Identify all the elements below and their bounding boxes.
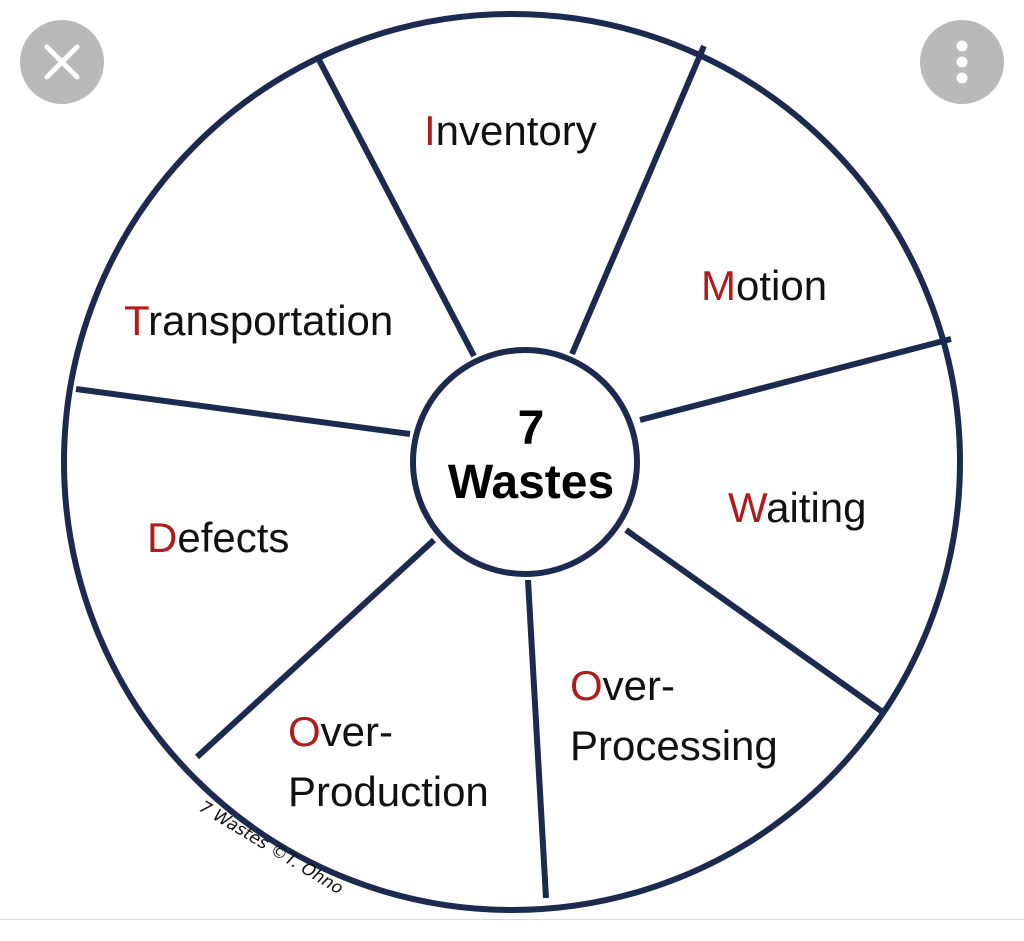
label-transportation: Transportation [124,297,393,344]
label-over-production-initial: O [288,708,321,755]
center-number: 7 [518,402,545,455]
label-inventory-initial: I [424,107,436,154]
label-over-production: Over- [288,708,393,755]
label-defects: Defects [147,514,289,561]
label-defects-rest: efects [177,514,289,561]
center-title: Wastes [448,456,614,509]
label-over-processing-initial: O [570,662,603,709]
label-over-processing: Over- [570,662,675,709]
label-transportation-initial: T [124,297,149,344]
label-waiting-rest: aiting [766,484,866,531]
more-options-button[interactable] [920,20,1004,104]
label-defects-initial: D [147,514,177,561]
label-motion-rest: otion [736,262,827,309]
spoke-overprocessing-overproduction [525,579,549,899]
more-vertical-icon [956,40,968,84]
spoke-waiting-overprocessing [624,527,886,716]
label-motion: Motion [701,262,827,309]
label-motion-initial: M [701,262,736,309]
close-button[interactable] [20,20,104,104]
spoke-transport-inventory [315,56,477,358]
bottom-divider [0,919,1024,920]
label-over-production-line2: Production [288,768,489,815]
label-over-processing-rest: ver- [603,662,675,709]
label-over-production-rest: ver- [321,708,393,755]
label-over-processing-line2: Processing [570,722,778,769]
label-inventory-rest: nventory [436,107,597,154]
label-waiting-initial: W [728,484,768,531]
label-transportation-rest: ransportation [148,297,393,344]
spoke-overproduction-defects [194,537,437,760]
center-hub [410,347,640,577]
spoke-defects-transport [75,386,411,437]
label-waiting: Waiting [728,484,867,531]
close-icon [44,44,80,80]
label-inventory: Inventory [424,107,597,154]
spoke-motion-waiting [639,336,952,423]
spoke-inventory-motion [569,44,707,356]
spokes [75,44,952,899]
